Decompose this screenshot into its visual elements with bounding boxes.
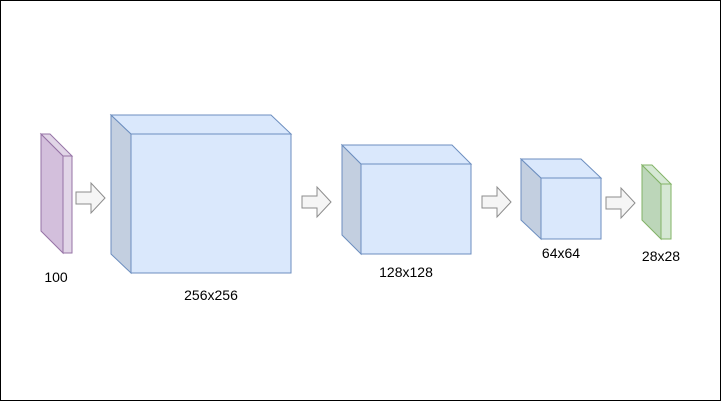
layer-256-front <box>130 133 292 274</box>
arrow-4 <box>605 186 636 220</box>
arrow-3 <box>481 185 512 219</box>
layer-256-label: 256x256 <box>184 287 238 303</box>
layer-256: 256x256 <box>109 113 293 303</box>
layer-input-front <box>62 155 73 254</box>
layer-input: 100 <box>39 132 74 285</box>
layer-64-front <box>540 177 602 240</box>
layer-256-top <box>109 114 293 135</box>
layer-output: 28x28 <box>640 163 680 264</box>
layer-128-label: 128x128 <box>379 264 433 280</box>
layer-256-side <box>110 113 132 275</box>
layer-128-top <box>340 144 473 165</box>
arrow-1 <box>75 181 106 215</box>
layer-64: 64x64 <box>519 157 603 261</box>
layer-64-label: 64x64 <box>542 245 580 261</box>
layer-128: 128x128 <box>340 143 473 280</box>
layer-128-front <box>360 163 472 255</box>
arrow-2 <box>301 185 332 219</box>
layer-output-label: 28x28 <box>642 248 680 264</box>
layer-output-front <box>660 183 672 240</box>
layer-input-label: 100 <box>44 269 68 285</box>
